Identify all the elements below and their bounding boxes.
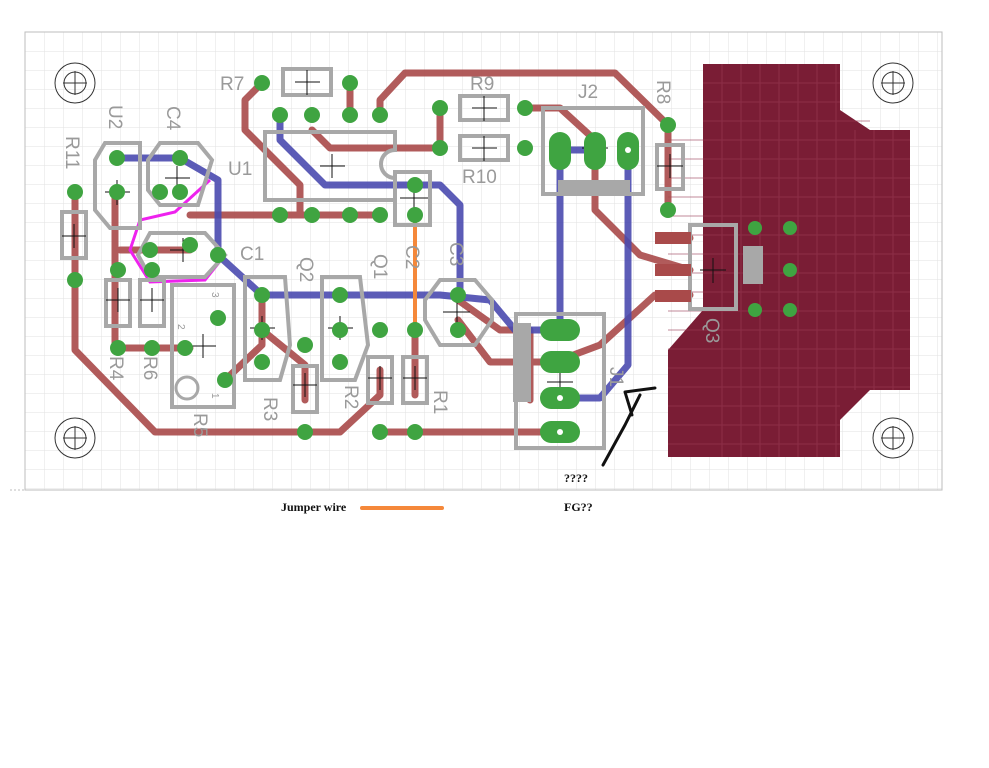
label-c1: C1 — [240, 244, 264, 265]
label-c2: C2 — [401, 245, 422, 269]
label-r8: R8 — [652, 80, 673, 104]
label-u2: U2 — [104, 105, 125, 129]
label-r3: R3 — [259, 397, 280, 421]
label-j1: J1 — [605, 367, 626, 387]
label-r11: R11 — [61, 136, 82, 169]
label-r7: R7 — [220, 74, 244, 95]
label-r10: R10 — [462, 167, 497, 188]
mounting-holes — [54, 62, 914, 459]
label-u1: U1 — [228, 159, 252, 180]
label-q3: Q3 — [701, 318, 722, 343]
label-r9: R9 — [470, 74, 494, 95]
q3-pins — [655, 232, 691, 302]
label-q1: Q1 — [369, 254, 390, 279]
label-j2: J2 — [578, 82, 598, 103]
label-q2: Q2 — [295, 257, 316, 282]
pads — [67, 75, 797, 440]
question-marks: ???? — [564, 471, 588, 485]
copper-pour — [668, 64, 910, 457]
label-r6: R6 — [139, 356, 160, 380]
highlight-outline — [128, 178, 227, 284]
pot-pin-1: 1 — [209, 393, 220, 399]
label-r2: R2 — [340, 385, 361, 409]
label-c4: C4 — [162, 106, 183, 131]
pad-holes — [557, 147, 631, 435]
label-r5: R5 — [189, 413, 210, 437]
label-r4: R4 — [105, 356, 126, 381]
label-r1: R1 — [429, 390, 450, 414]
silkscreen — [60, 67, 763, 450]
bottom-copper-traces — [111, 111, 632, 402]
label-c3: C3 — [445, 242, 466, 266]
component-labels: R7 R9 J2 R8 U2 C4 U1 R11 R10 C1 Q2 Q1 C2… — [61, 74, 722, 437]
jumper-wire-label: Jumper wire — [281, 500, 347, 514]
annotation-arrow — [601, 386, 657, 467]
pot-pin-2: 2 — [175, 324, 186, 330]
pot-pin-3: 3 — [209, 292, 220, 298]
fg-label: FG?? — [564, 500, 593, 514]
pot-ring — [174, 375, 200, 401]
